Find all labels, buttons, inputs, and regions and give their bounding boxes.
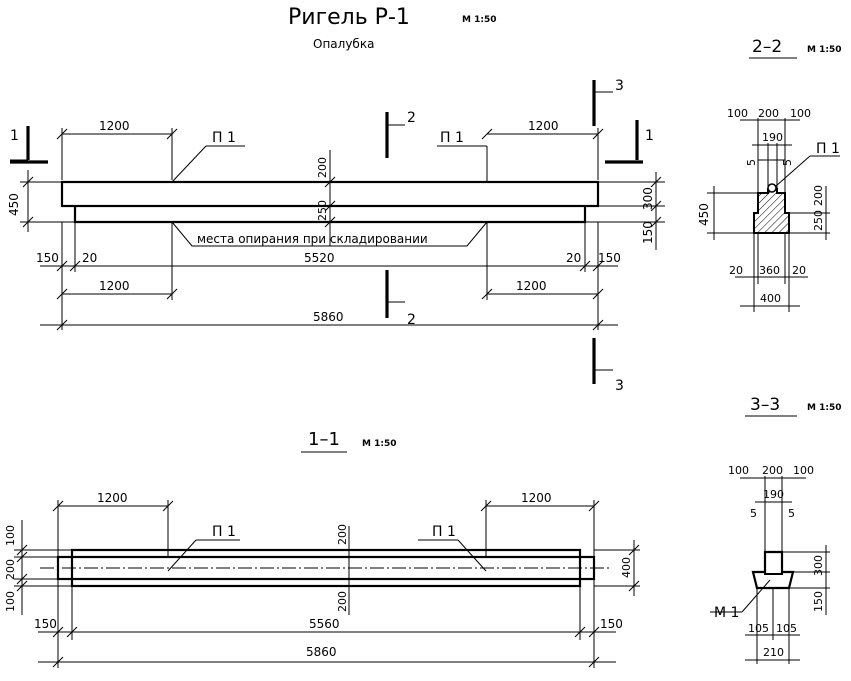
sec22-dim-100-left: 100 [727,107,748,120]
sec22-dim-250-right: 250 [812,210,825,231]
dim-1200-top-left: 1200 [99,119,130,133]
plan-dim-1200-left: 1200 [97,491,128,505]
section-3-3-label: 3–3 [750,395,780,415]
plan-dim-400: 400 [620,557,633,578]
sec22-p1-label: П 1 [816,141,840,157]
sec22-dim-200: 200 [758,107,779,120]
sec22-dim-360: 360 [759,264,780,277]
dim-250-middle: 250 [316,200,329,221]
plan-dim-200-left: 200 [4,559,17,580]
sec33-dim-105-left: 105 [748,622,769,635]
plan-dim-200-top: 200 [336,524,349,545]
sec33-dim-100-right: 100 [793,464,814,477]
sec33-dim-150: 150 [812,591,825,612]
section-1-1-scale: М 1:50 [362,439,396,449]
plan-dim-100-top-left: 100 [4,525,17,546]
dim-5520: 5520 [304,251,335,265]
support-note: места опирания при складировании [197,232,428,246]
sec22-dim-20-right: 20 [792,264,806,277]
dim-1200-top-right: 1200 [528,119,559,133]
elevation-view: места опирания при складировании П 1 П 1… [7,78,665,394]
dim-150-bottom-left: 150 [36,251,59,265]
title-scale: М 1:50 [462,15,496,25]
sec33-dim-100-left: 100 [728,464,749,477]
plan-dim-5860: 5860 [306,645,337,659]
plan-p1-label-left: П 1 [212,524,236,540]
sec33-dim-5-right: 5 [788,507,795,520]
sec22-dim-190: 190 [762,131,783,144]
sec22-dim-400: 400 [760,292,781,305]
plan-dim-1200-right: 1200 [521,491,552,505]
plan-dim-100-bottom-left: 100 [4,591,17,612]
section-1-1-label: 1–1 [308,429,340,450]
p1-label-right: П 1 [440,130,464,146]
section-3-3: 3–3 М 1:50 100 200 100 190 5 5 300 150 М… [710,395,841,664]
p1-label-left: П 1 [212,130,236,146]
section-2-2: 2–2 М 1:50 100 200 100 190 5 5 П 1 450 2 [697,37,841,312]
section-1-1: 1–1 М 1:50 П 1 П 1 1200 1200 200 200 1 [4,429,640,668]
sec22-dim-100-right: 100 [790,107,811,120]
sec33-dim-5-left: 5 [750,507,757,520]
dim-1200-bottom-right: 1200 [516,279,547,293]
cut-3-top: 3 [615,78,624,94]
plan-p1-label-right: П 1 [432,524,456,540]
dim-200-middle: 200 [316,157,329,178]
cut-2-top: 2 [407,110,416,126]
dim-150-bottom-right: 150 [598,251,621,265]
section-3-3-profile [751,550,795,590]
dim-300-right: 300 [641,187,655,210]
sec33-dim-190: 190 [763,488,784,501]
sec33-dim-200: 200 [762,464,783,477]
sec22-dim-200-right: 200 [812,185,825,206]
drawing-subtitle: Опалубка [313,37,374,51]
sec33-dim-210: 210 [763,646,784,659]
sec22-dim-450: 450 [697,203,711,226]
plan-dim-150-right: 150 [600,617,623,631]
section-3-3-scale: М 1:50 [807,403,841,413]
sec33-dim-105-right: 105 [776,622,797,635]
cut-3-bottom: 3 [615,378,624,394]
dim-450-left: 450 [7,193,21,216]
sec33-dim-300: 300 [812,555,825,576]
plan-dim-150-left: 150 [34,617,57,631]
plan-dim-5560: 5560 [309,617,340,631]
dim-150-right-vert: 150 [641,221,655,244]
cut-2-bottom: 2 [407,312,416,328]
plan-dim-ticks [16,500,640,668]
section-2-2-label: 2–2 [752,37,782,57]
dim-20-bottom-left: 20 [82,251,97,265]
sec22-dim-5-left: 5 [745,159,758,166]
sec22-dim-20-left: 20 [729,264,743,277]
section-2-2-scale: М 1:50 [807,45,841,55]
plan-dim-200-bottom: 200 [336,591,349,612]
cut-1-left: 1 [10,128,19,144]
dim-20-bottom-right: 20 [566,251,581,265]
section-2-2-profile [753,188,790,234]
dim-5860-elevation: 5860 [313,310,344,324]
sec22-dim-5-right: 5 [781,159,794,166]
dim-1200-bottom-left: 1200 [99,279,130,293]
cut-1-right: 1 [645,128,654,144]
sec33-m1-label: М 1 [714,605,739,621]
drawing-title: Ригель Р-1 [288,5,410,30]
